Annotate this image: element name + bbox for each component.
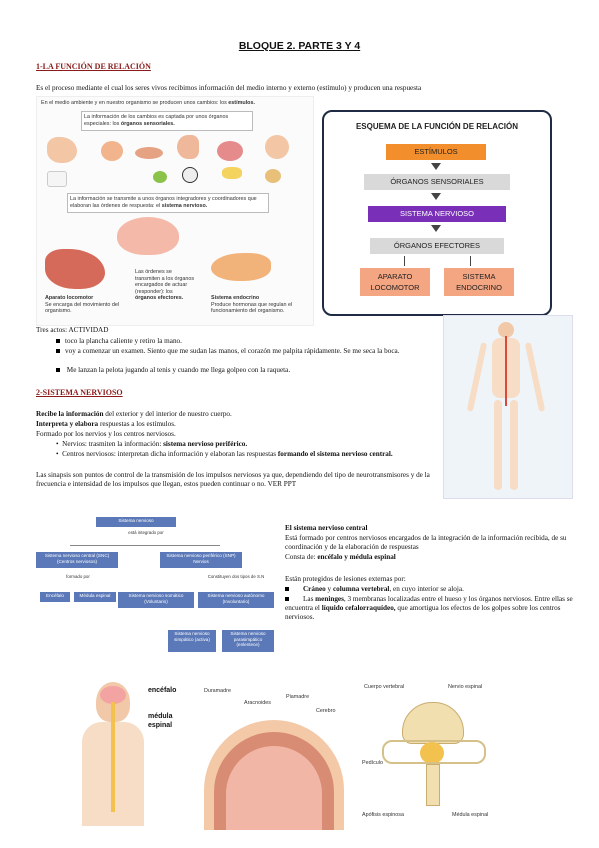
spinal-cord-shape [420,742,444,764]
schema-sistema-nervioso: SISTEMA NERVIOSO [368,206,506,222]
label-pediculo: Pedículo [362,760,383,766]
fc-formado: formado por [56,574,100,581]
activity-item: toco la plancha caliente y retiro la man… [56,337,436,346]
caption3-box: La información se transmite a unos órgan… [67,193,269,213]
right-arm [524,342,546,412]
flower-image [47,171,67,187]
sn-bullet-1: • Nervios: trasmiten la información: sis… [56,440,248,448]
fc-root-sub: está integrado por [116,530,176,538]
relation-schema: ESQUEMA DE LA FUNCIÓN DE RELACIÓN ESTÍMU… [322,110,552,316]
fc-medula: Médula espinal [74,592,116,602]
label-medula: médula espinal [148,713,173,729]
fc-line [70,545,220,546]
cerebro-layer [226,746,322,830]
meninges-figure: Duramadre Aracnoides Piamadre Cerebro [204,680,344,830]
connector-line [404,256,405,266]
eye-image [135,147,163,159]
fc-simpatico: Sistema nervioso simpático (activa) [168,630,216,652]
section-heading-sistema-nervioso: 2-SISTEMA NERVIOSO [36,388,123,397]
hand-image [47,137,77,163]
head-shape [498,322,514,338]
arrow-icon [431,225,441,232]
object-image [265,169,281,183]
snc-p3: Están protegidos de lesiones externas po… [285,575,406,583]
ball-image [182,167,198,183]
label-duramadre: Duramadre [204,688,231,694]
left-arm [466,342,488,412]
snc-item-1: Cráneo y columna vertebral, en cuyo inte… [285,585,585,594]
label-apofisis: Apófisis espinosa [362,812,404,818]
spinous-process [426,764,440,806]
brain-shape [100,686,126,704]
caption-estimulos: En el medio ambiente y en nuestro organi… [41,100,255,106]
sn-bullet-2: • Centros nerviosos: interpretan dicha i… [56,450,393,458]
intro-paragraph: Es el proceso mediante el cual los seres… [36,84,422,92]
snc-p2: Consta de: encéfalo y médula espinal [285,553,396,561]
sn-line-3: Formado por los nervios y los centros ne… [36,430,176,438]
fc-snp: Sistema nervioso periférico (SNP) Nervio… [160,552,242,568]
pancreas-image [211,253,271,281]
activity-item: voy a comenzar un examen. Siento que me … [56,347,436,356]
snc-p1: Está formado por centros nerviosos encar… [285,534,567,551]
page-title: BLOQUE 2. PARTE 3 Y 4 [238,40,361,52]
label-cuerpo-vertebral: Cuerpo vertebral [364,684,405,690]
connector-line [470,256,471,266]
ear-image [177,135,199,159]
caption-ordenes: Las órdenes se transmiten a los órganos … [135,269,195,302]
tongue-image [217,141,243,161]
snc-item-2: Las meninges, 3 membranas localizadas en… [285,595,573,621]
schema-organos-sensoriales: ÓRGANOS SENSORIALES [364,174,510,190]
label-medula-espinal: Médula espinal [452,812,489,818]
label-aracnoides: Aracnoides [244,700,271,706]
fc-parasimpatico: Sistema nervioso parasimpático (enlentec… [222,630,274,652]
label-piamadre: Piamadre [286,694,310,700]
fc-encefalo: Encéfalo [40,592,70,602]
section-heading-relacion: 1-LA FUNCIÓN DE RELACIÓN [36,62,151,71]
fc-autonomo: Sistema nervioso autónomo (Involuntario) [198,592,274,608]
cns-figure: encéfalo médula espinal [80,678,200,828]
fc-constituyen: Constituyen dos tipos de S.N [196,574,276,581]
fc-somatico: Sistema nervioso somático (Voluntario) [118,592,194,608]
nose-image [101,141,123,161]
label-cerebro: Cerebro [316,708,336,714]
skin-image [265,135,289,159]
fc-root: Sistema nervioso [96,517,176,527]
left-leg [494,400,502,490]
food-image [222,167,242,179]
vertebral-arch [382,740,486,764]
spinal-cord-shape [111,702,115,812]
label-encefalo: encéfalo [148,687,177,694]
vertebral-body [402,702,464,744]
label-nervio-espinal: Nervio espinal [448,684,483,690]
caption2-box: La información de los cambios es captada… [81,111,253,131]
sn-line-2: Interpreta y elabora respuestas a los es… [36,420,176,428]
schema-aparato-locomotor: APARATO LOCOMOTOR [360,268,430,296]
synapse-paragraph: Las sinapsis son puntos de control de la… [36,471,430,488]
vertebra-figure: Cuerpo vertebral Nervio espinal Pedículo… [362,680,502,830]
muscle-image [45,249,105,289]
brain-image [117,217,179,255]
right-leg [510,400,518,490]
relation-function-figure: En el medio ambiente y en nuestro organi… [36,96,314,326]
activity-item: Me lanzan la pelota jugando al tenis y c… [56,366,436,375]
snc-heading: El sistema nervioso central [285,524,368,532]
spinal-cord-line [505,336,507,406]
schema-estimulos: ESTÍMULOS [386,144,486,160]
nervous-system-body-diagram [443,315,573,499]
schema-title: ESQUEMA DE LA FUNCIÓN DE RELACIÓN [355,122,519,131]
schema-sistema-endocrino: SISTEMA ENDOCRINO [444,268,514,296]
arrow-icon [431,163,441,170]
sn-line-1: Recibe la información del exterior y del… [36,410,232,418]
lemon-image [153,171,167,183]
fc-snc: Sistema nervioso central (SNC) (Centros … [36,552,118,568]
schema-organos-efectores: ÓRGANOS EFECTORES [370,238,504,254]
activity-heading: Tres actos: ACTIVIDAD [36,326,109,334]
arrow-icon [431,193,441,200]
